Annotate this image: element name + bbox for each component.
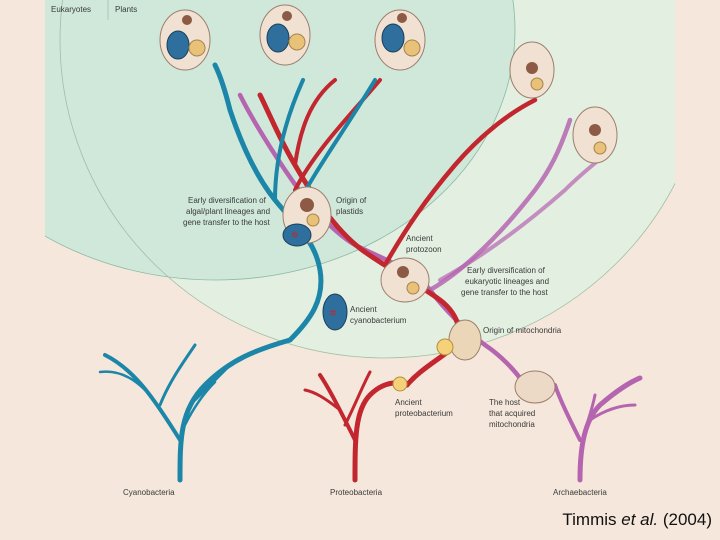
label-ancient-protozoon-2: protozoon — [406, 245, 442, 254]
cyan-branch-2 — [273, 78, 305, 202]
label-ancient-proteo-1: Ancient — [395, 398, 422, 407]
label-ancient-proteo-2: proteobacterium — [395, 409, 453, 418]
cyano-branch-3 — [98, 370, 147, 392]
red-branch-right — [382, 97, 538, 268]
cyano-branch-4 — [193, 363, 232, 402]
label-early-eukaryotic-3: gene transfer to the host — [461, 288, 549, 297]
cyano-branch-5 — [183, 380, 217, 427]
protozoon-cell-2 — [572, 106, 618, 164]
svg-text:✲: ✲ — [291, 231, 299, 241]
phylogeny-figure: ✲ ✲ Eukaryotes Plants Early diversificat… — [45, 0, 675, 498]
plant-zone-border — [45, 0, 516, 281]
cyano-trunk — [177, 337, 293, 483]
endosymbiosis-diagram: ✲ ✲ Eukaryotes Plants Early diversificat… — [45, 0, 675, 498]
labels: Eukaryotes Plants Early diversification … — [51, 5, 607, 497]
plant-cell-2 — [259, 4, 311, 66]
label-proteobacteria: Proteobacteria — [330, 488, 383, 497]
citation: Timmis et al. (2004) — [562, 510, 712, 530]
label-eukaryotes: Eukaryotes — [51, 5, 91, 14]
label-host-1: The host — [489, 398, 521, 407]
label-ancient-protozoon-1: Ancient — [406, 234, 433, 243]
label-host-2: that acquired — [489, 409, 535, 418]
label-ancient-cyano-2: cyanobacterium — [350, 316, 407, 325]
label-early-eukaryotic-2: eukaryotic lineages and — [465, 277, 549, 286]
label-cyanobacteria: Cyanobacteria — [123, 488, 175, 497]
archaea-trunk — [577, 375, 643, 483]
archaebacteria-tree — [553, 375, 643, 483]
label-host-3: mitochondria — [489, 420, 535, 429]
cyanobacteria-tree — [98, 337, 293, 483]
red-branch-plant — [293, 78, 337, 167]
archaea-branch-3 — [583, 393, 597, 432]
mito-origin-cell — [436, 319, 482, 361]
label-early-eukaryotic-1: Early diversification of — [467, 266, 546, 275]
archaea-branch-2 — [588, 403, 637, 422]
label-archaebacteria: Archaebacteria — [553, 488, 607, 497]
ancient-proteobacterium-cell — [392, 376, 408, 392]
archaea-branch-1 — [553, 383, 582, 442]
citation-etal: et al. — [621, 510, 659, 529]
red-branch-plant-2 — [293, 78, 382, 192]
cyano-branch-2 — [158, 343, 197, 407]
label-early-algal-2: algal/plant lineages and — [186, 207, 270, 216]
proteo-branch-1 — [318, 373, 357, 442]
host-cell — [514, 370, 556, 404]
plastid-origin-cell: ✲ — [282, 186, 332, 247]
citation-year: (2004) — [658, 510, 712, 529]
label-origin-plastids-2: plastids — [336, 207, 363, 216]
eukaryote-zone-border — [59, 0, 675, 359]
label-plants: Plants — [115, 5, 137, 14]
ancient-protozoon-cell — [380, 257, 430, 303]
cells: ✲ ✲ — [159, 4, 618, 404]
label-early-algal-3: gene transfer to the host — [183, 218, 271, 227]
plant-cell-1 — [159, 9, 211, 71]
svg-text:✲: ✲ — [329, 309, 337, 319]
label-ancient-cyano-1: Ancient — [350, 305, 377, 314]
ancient-cyanobacterium-cell: ✲ — [322, 293, 348, 331]
protozoon-cell-1 — [509, 41, 555, 99]
proteo-branch-3 — [343, 370, 372, 427]
label-origin-mito: Origin of mitochondria — [483, 326, 562, 335]
plant-cell-3 — [374, 9, 426, 71]
label-early-algal-1: Early diversification of — [188, 196, 267, 205]
citation-author: Timmis — [562, 510, 622, 529]
label-origin-plastids-1: Origin of — [336, 196, 367, 205]
proteo-branch-2 — [303, 388, 342, 412]
